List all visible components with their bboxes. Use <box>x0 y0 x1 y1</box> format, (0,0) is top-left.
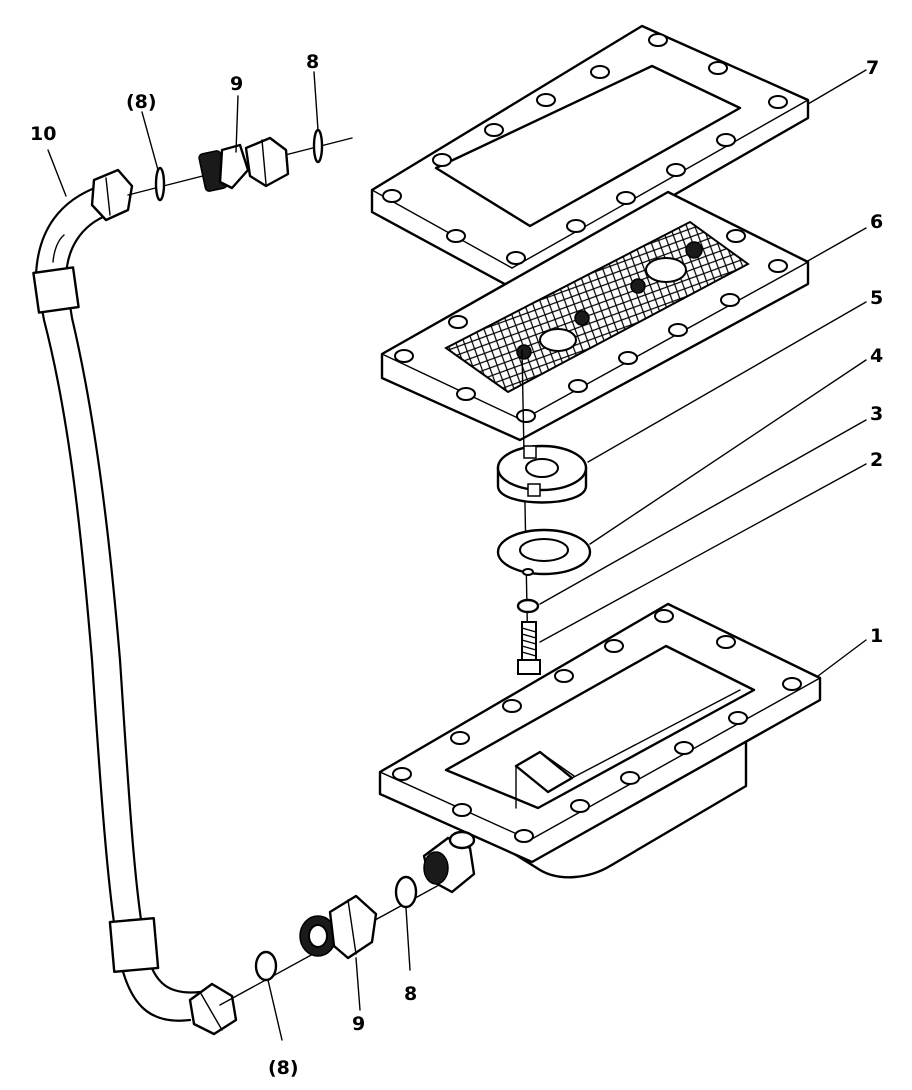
fitting-union-lower <box>422 836 476 894</box>
callout-1: 1 <box>870 625 883 647</box>
o-ring-lower-inner <box>394 875 418 909</box>
callout-6: 6 <box>870 211 883 233</box>
strainer-plate-6 <box>380 190 810 442</box>
callout-8-top-paren: (8) <box>126 91 157 113</box>
callout-2: 2 <box>870 449 883 471</box>
callout-5: 5 <box>870 287 883 309</box>
washer-4 <box>496 528 592 576</box>
o-ring-upper-inner <box>154 166 166 202</box>
callout-4: 4 <box>870 345 883 367</box>
housing-1 <box>378 602 822 879</box>
leader-lines <box>47 69 867 1041</box>
frame-7-bolt-holes <box>382 33 788 265</box>
upper-fitting-train <box>127 128 353 202</box>
fitting-9-upper <box>198 136 290 192</box>
hose-assembly <box>32 168 238 1036</box>
o-ring-3 <box>516 598 540 614</box>
plate-6-bolt-holes <box>394 229 788 423</box>
callout-8-bottom-paren: (8) <box>268 1057 299 1079</box>
o-ring-upper-outer <box>312 128 324 164</box>
retainer-5 <box>496 444 588 504</box>
callout-8-bottom: 8 <box>404 983 417 1005</box>
callout-8-top: 8 <box>306 51 319 73</box>
bolt-2 <box>517 621 541 675</box>
o-ring-lower-outer <box>254 950 278 982</box>
callout-3: 3 <box>870 403 883 425</box>
callout-9-bottom: 9 <box>352 1013 365 1035</box>
callout-labels: 7 6 5 4 3 2 1 9 8 (8) 10 8 9 (8) <box>30 51 883 1079</box>
fitting-9-lower <box>299 894 378 960</box>
cover-frame-7 <box>370 24 810 290</box>
callout-10: 10 <box>30 123 56 145</box>
callout-7: 7 <box>866 57 879 79</box>
callout-9-top: 9 <box>230 73 243 95</box>
lower-fitting-train <box>219 836 476 1006</box>
housing-1-bolt-holes <box>392 609 802 843</box>
